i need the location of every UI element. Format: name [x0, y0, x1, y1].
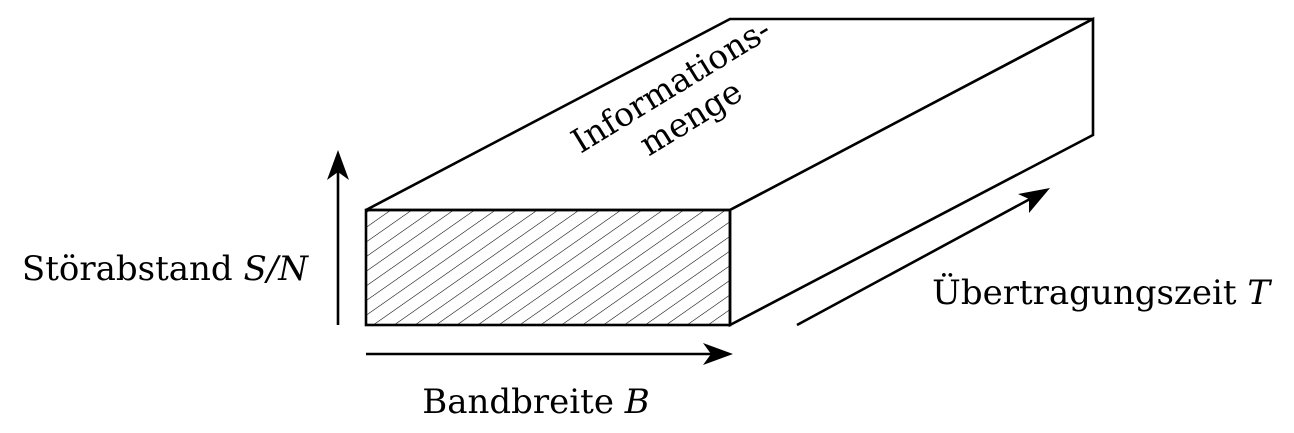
transmission-time-label: Übertragungszeit T: [932, 272, 1272, 313]
signal-noise-label-text: Störabstand: [22, 249, 244, 289]
signal-noise-arrow: [327, 150, 349, 325]
transmission-time-label-text: Übertragungszeit: [932, 272, 1247, 313]
bandwidth-label-var: B: [624, 382, 650, 422]
bandwidth-label: Bandbreite B: [422, 382, 650, 422]
box-front-face-hatched: [364, 208, 732, 327]
bandwidth-arrow: [366, 343, 733, 365]
transmission-time-arrow: [796, 188, 1050, 327]
signal-noise-label-var: S/N: [244, 249, 310, 289]
transmission-time-label-var: T: [1247, 273, 1272, 313]
signal-noise-label: Störabstand S/N: [22, 249, 309, 289]
bandwidth-label-text: Bandbreite: [422, 382, 625, 422]
